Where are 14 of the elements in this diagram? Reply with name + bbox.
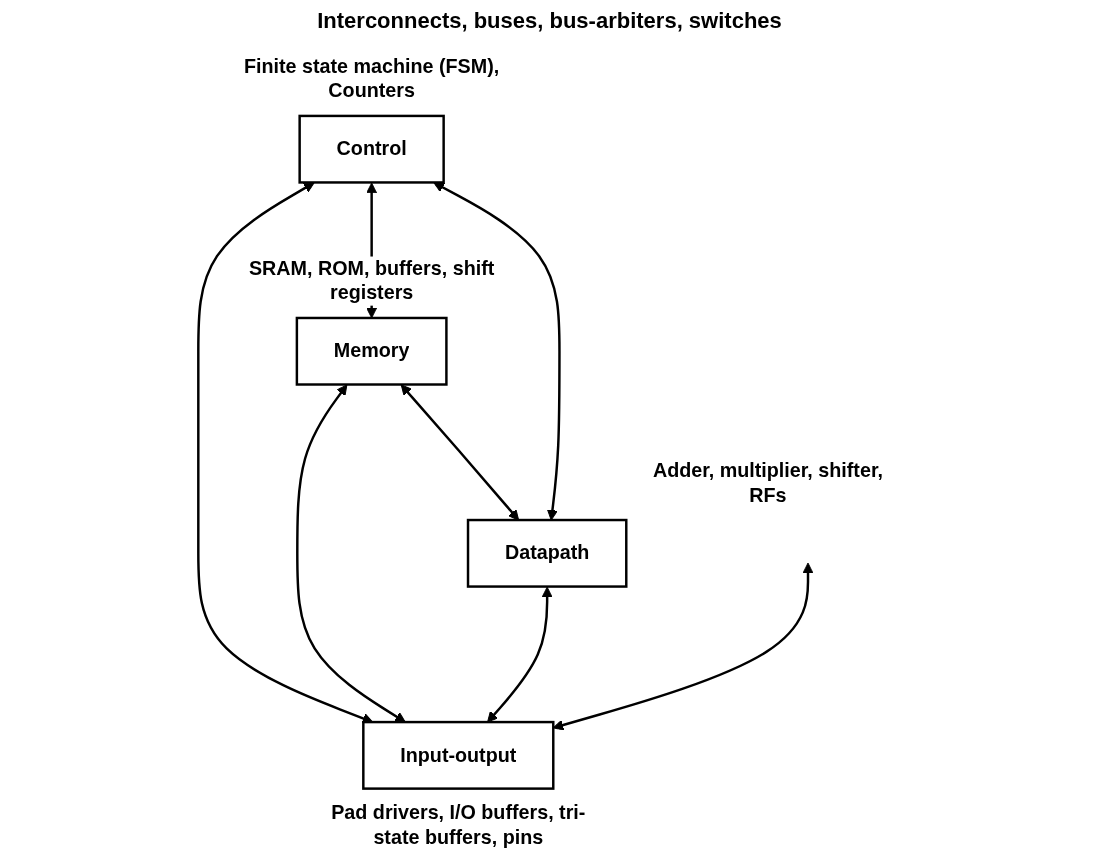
node-box: Input-output xyxy=(362,720,555,790)
node-box: Memory xyxy=(296,316,449,386)
arrow xyxy=(553,562,814,731)
node-box: Datapath xyxy=(467,518,628,588)
arrow xyxy=(487,586,553,723)
arrow xyxy=(401,384,520,521)
caption-text: Finite state machine (FSM), Counters xyxy=(243,54,501,104)
arrow xyxy=(197,182,374,724)
caption-text: Pad drivers, I/O buffers, tri-state buffers, pins xyxy=(330,801,587,850)
bus-note: Interconnects, buses, bus-arbiters, switches xyxy=(317,8,782,34)
node-box: Control xyxy=(298,114,446,184)
arrow xyxy=(296,384,407,723)
caption-text: Adder, multiplier, shifter, RFs xyxy=(652,458,885,508)
arrow xyxy=(433,182,562,521)
